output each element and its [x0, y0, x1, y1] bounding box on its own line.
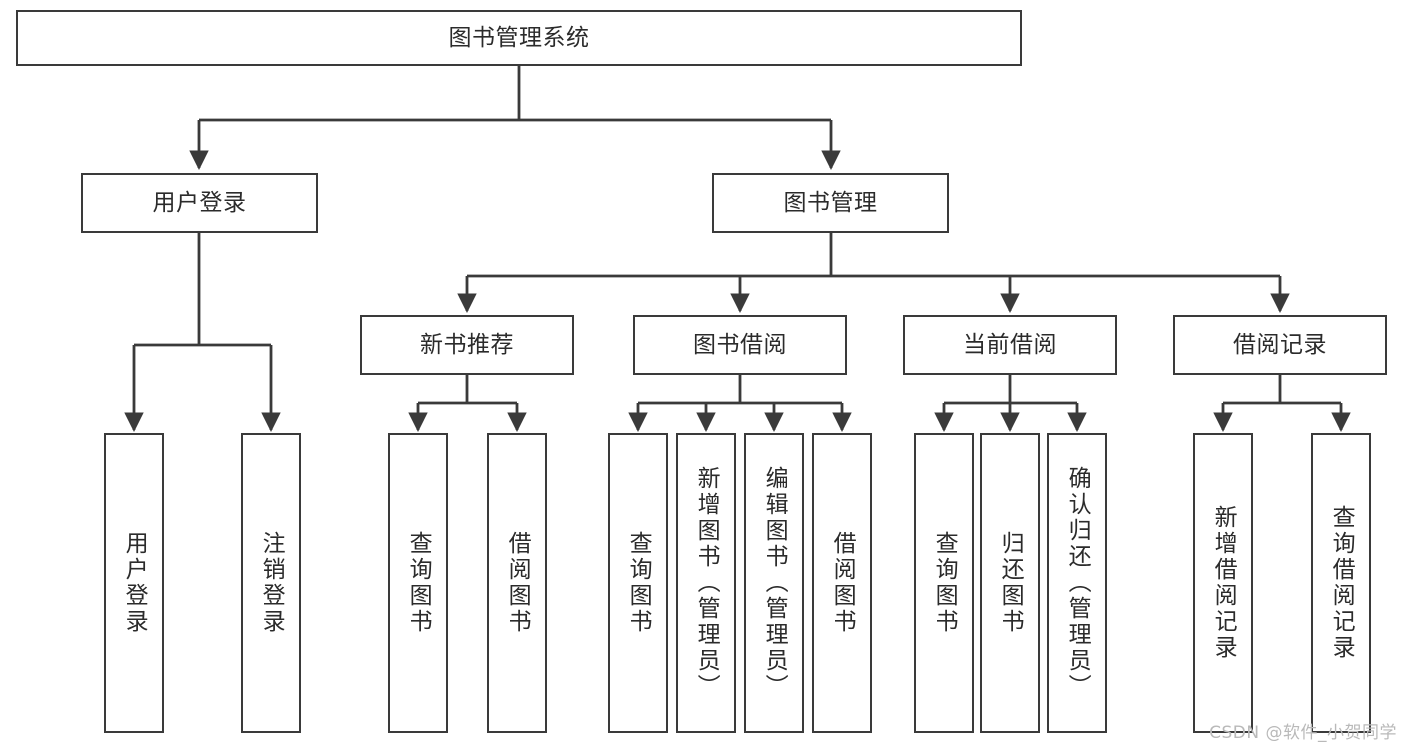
leaf-recommend-query-book[interactable]: 查询图书 — [388, 433, 448, 733]
node-label: 编辑图书（管理员） — [761, 466, 788, 700]
node-label: 确认归还（管理员） — [1064, 466, 1091, 700]
leaf-borrow-add-book-admin[interactable]: 新增图书（管理员） — [676, 433, 736, 733]
leaf-record-query-borrow-record[interactable]: 查询借阅记录 — [1311, 433, 1371, 733]
leaf-recommend-borrow-book[interactable]: 借阅图书 — [487, 433, 547, 733]
node-label: 用户登录 — [152, 189, 247, 216]
node-current-borrow[interactable]: 当前借阅 — [903, 315, 1117, 375]
node-label: 归还图书 — [997, 531, 1024, 635]
node-label: 新书推荐 — [420, 331, 514, 358]
node-label: 图书管理系统 — [448, 24, 590, 51]
node-label: 查询图书 — [405, 531, 432, 635]
node-user-login[interactable]: 用户登录 — [81, 173, 318, 233]
watermark-text: CSDN @软件_小贺同学 — [1209, 723, 1397, 743]
node-label: 查询图书 — [625, 531, 652, 635]
node-label: 查询借阅记录 — [1328, 505, 1355, 661]
node-label: 新增图书（管理员） — [693, 466, 720, 700]
node-label: 借阅图书 — [829, 531, 856, 635]
node-label: 查询图书 — [931, 531, 958, 635]
leaf-borrow-borrow-book[interactable]: 借阅图书 — [812, 433, 872, 733]
node-label: 借阅记录 — [1233, 331, 1327, 358]
node-label: 注销登录 — [258, 531, 285, 635]
node-label: 图书管理 — [783, 189, 878, 216]
node-label: 借阅图书 — [504, 531, 531, 635]
leaf-current-query-book[interactable]: 查询图书 — [914, 433, 974, 733]
node-label: 用户登录 — [121, 531, 148, 635]
node-label: 当前借阅 — [963, 331, 1057, 358]
node-borrow-record[interactable]: 借阅记录 — [1173, 315, 1387, 375]
node-new-book-recommend[interactable]: 新书推荐 — [360, 315, 574, 375]
node-book-borrow[interactable]: 图书借阅 — [633, 315, 847, 375]
leaf-borrow-edit-book-admin[interactable]: 编辑图书（管理员） — [744, 433, 804, 733]
leaf-current-return-book[interactable]: 归还图书 — [980, 433, 1040, 733]
leaf-record-add-borrow-record[interactable]: 新增借阅记录 — [1193, 433, 1253, 733]
leaf-current-confirm-return-admin[interactable]: 确认归还（管理员） — [1047, 433, 1107, 733]
node-root-library-system[interactable]: 图书管理系统 — [16, 10, 1022, 66]
leaf-user-login[interactable]: 用户登录 — [104, 433, 164, 733]
node-book-management[interactable]: 图书管理 — [712, 173, 949, 233]
leaf-borrow-query-book[interactable]: 查询图书 — [608, 433, 668, 733]
leaf-user-logout[interactable]: 注销登录 — [241, 433, 301, 733]
node-label: 图书借阅 — [693, 331, 787, 358]
node-label: 新增借阅记录 — [1210, 505, 1237, 661]
